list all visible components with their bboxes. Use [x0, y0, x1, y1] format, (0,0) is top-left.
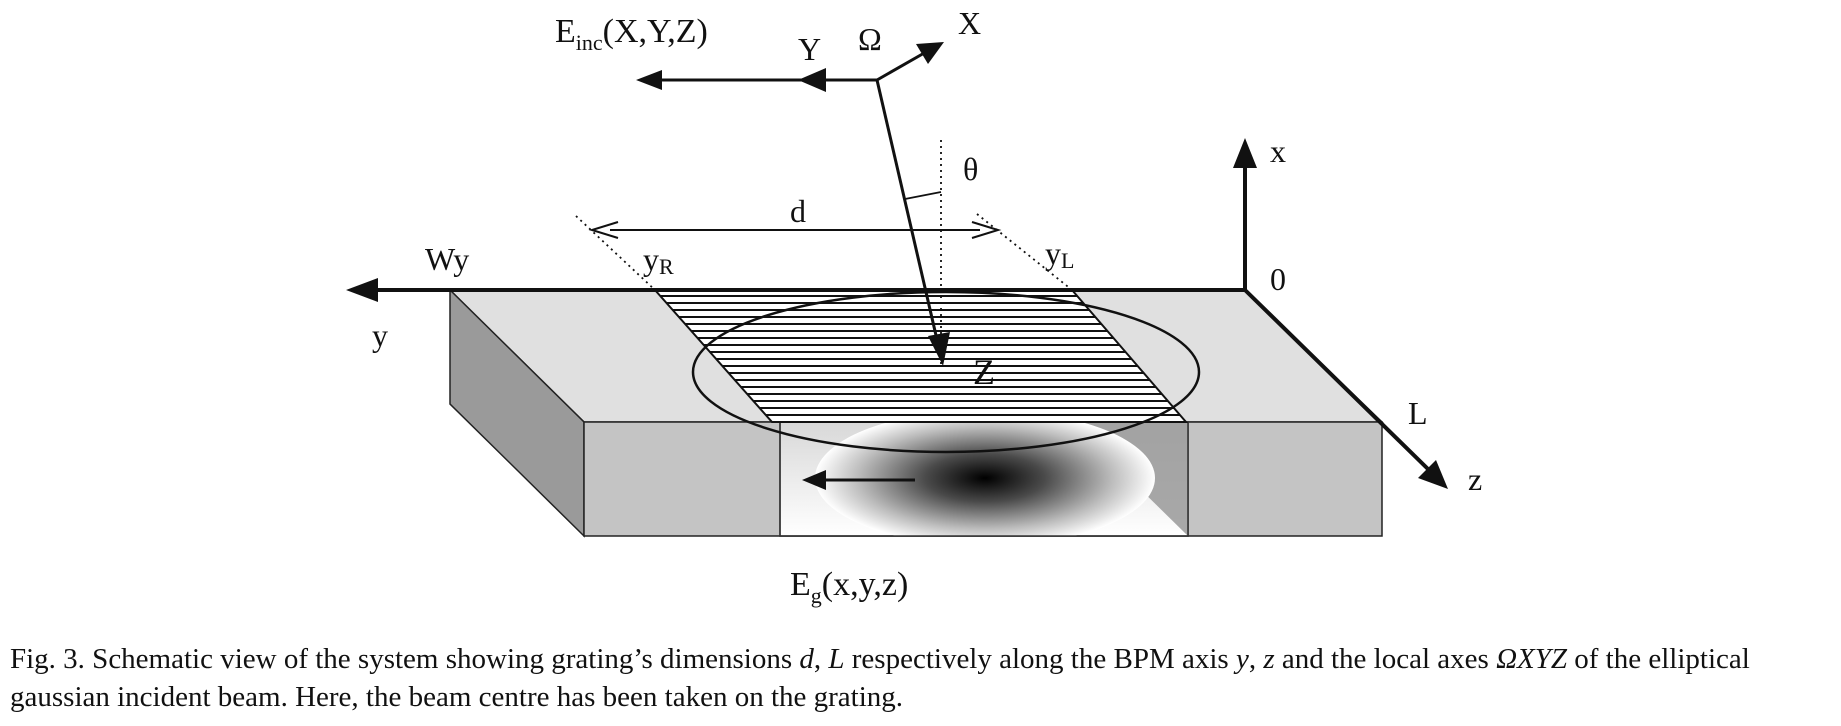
y-l-label: yL — [1045, 235, 1074, 273]
local-Y-axis — [636, 68, 877, 92]
z-axis-label: z — [1468, 461, 1482, 497]
omega-label: Ω — [858, 21, 882, 57]
local-X-label: X — [958, 5, 981, 41]
wy-label: Wy — [425, 241, 469, 277]
incident-Z-arrow — [875, 79, 950, 366]
L-label: L — [1408, 395, 1428, 431]
e-g-label: Eg(x,y,z) — [790, 566, 908, 608]
d-dimension-arrow — [588, 221, 1002, 239]
Z-label: Z — [973, 352, 995, 392]
x-axis — [1233, 138, 1257, 290]
dotted-guides — [575, 140, 1073, 368]
origin-label: 0 — [1270, 261, 1286, 297]
local-X-axis — [876, 42, 944, 82]
x-axis-label: x — [1270, 133, 1286, 169]
grating-schematic-diagram: Einc(X,Y,Z) Y Ω X θ d Wy yR yL x 0 y Z L… — [346, 5, 1482, 608]
y-axis-label: y — [372, 317, 388, 353]
z-axis — [1243, 288, 1448, 489]
field-cross-section — [779, 421, 1189, 537]
theta-label: θ — [963, 151, 978, 187]
y-axis — [346, 278, 1245, 302]
theta-angle-tick — [904, 191, 942, 200]
y-r-label: yR — [643, 241, 674, 279]
guided-field-arrow — [802, 470, 915, 490]
figure-caption: Fig. 3. Schematic view of the system sho… — [10, 643, 1750, 713]
e-inc-label: Einc(X,Y,Z) — [555, 13, 708, 55]
d-label: d — [790, 193, 806, 229]
local-Y-label: Y — [798, 31, 821, 67]
